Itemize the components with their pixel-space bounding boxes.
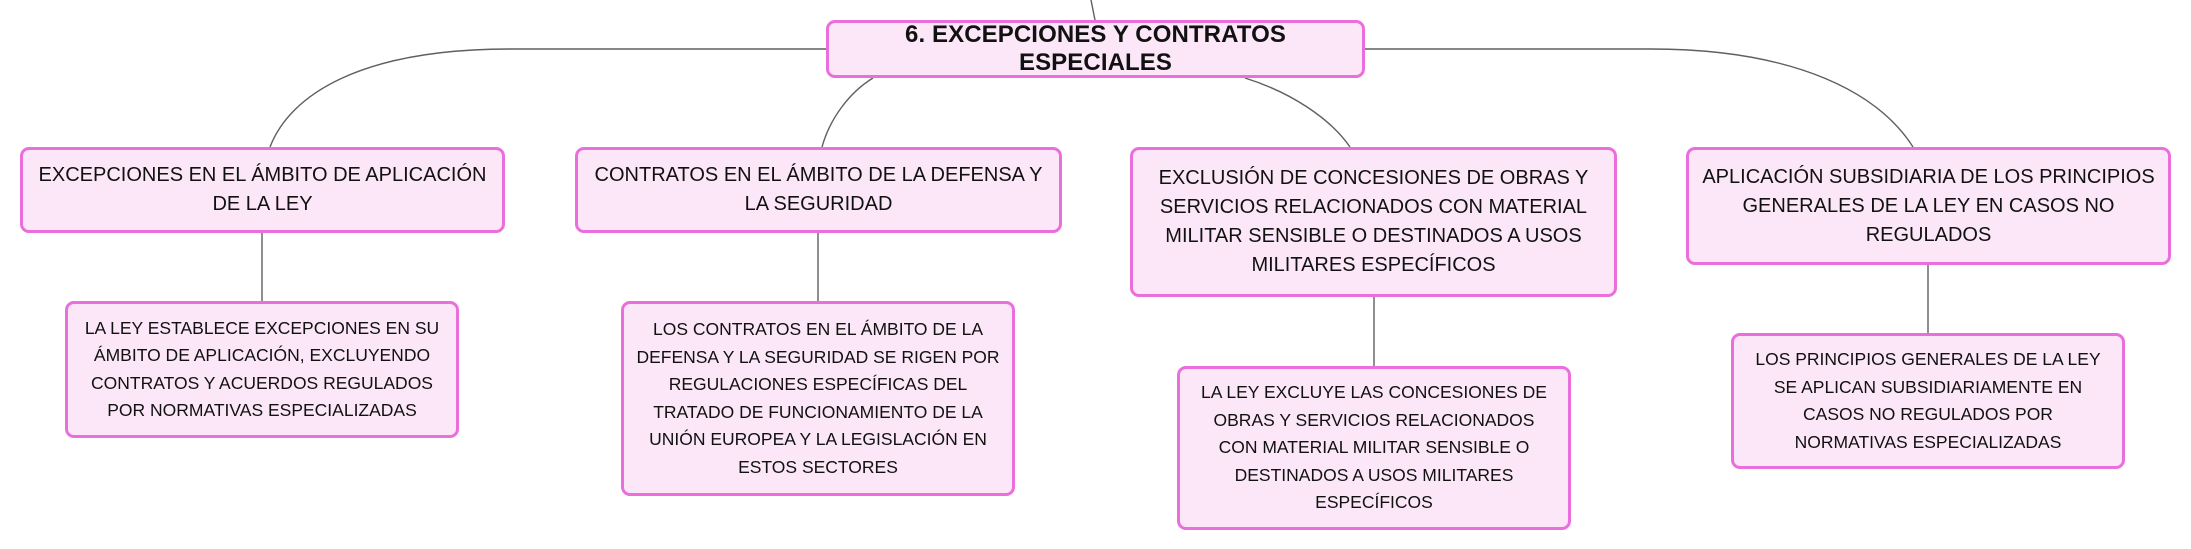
topic-excepciones-ambito[interactable]: EXCEPCIONES EN EL ÁMBITO DE APLICACIÓN D…: [20, 147, 505, 233]
subtopic-aplicacion-subsidiaria[interactable]: LOS PRINCIPIOS GENERALES DE LA LEY SE AP…: [1731, 333, 2125, 469]
connector-root-topic-2: [821, 77, 874, 148]
topic-contratos-defensa-seguridad[interactable]: CONTRATOS EN EL ÁMBITO DE LA DEFENSA Y L…: [575, 147, 1062, 233]
subtopic-label: LOS CONTRATOS EN EL ÁMBITO DE LA DEFENSA…: [636, 319, 1000, 477]
connector-root-parent: [1090, 0, 1096, 21]
topic-label: APLICACIÓN SUBSIDIARIA DE LOS PRINCIPIOS…: [1702, 165, 2155, 246]
subtopic-contratos-defensa-seguridad[interactable]: LOS CONTRATOS EN EL ÁMBITO DE LA DEFENSA…: [621, 301, 1015, 496]
root-topic-label: 6. EXCEPCIONES Y CONTRATOS ESPECIALES: [905, 21, 1286, 76]
root-topic[interactable]: 6. EXCEPCIONES Y CONTRATOS ESPECIALES: [826, 20, 1365, 78]
subtopic-label: LA LEY EXCLUYE LAS CONCESIONES DE OBRAS …: [1201, 382, 1547, 513]
topic-label: CONTRATOS EN EL ÁMBITO DE LA DEFENSA Y L…: [594, 164, 1043, 215]
topic-aplicacion-subsidiaria[interactable]: APLICACIÓN SUBSIDIARIA DE LOS PRINCIPIOS…: [1686, 147, 2171, 265]
topic-label: EXCEPCIONES EN EL ÁMBITO DE APLICACIÓN D…: [38, 164, 487, 215]
connector-root-topic-1: [269, 48, 826, 148]
subtopic-exclusion-concesiones-militares[interactable]: LA LEY EXCLUYE LAS CONCESIONES DE OBRAS …: [1177, 366, 1571, 530]
connector-root-topic-3: [1244, 77, 1351, 148]
topic-label: EXCLUSIÓN DE CONCESIONES DE OBRAS Y SERV…: [1158, 167, 1589, 276]
subtopic-label: LOS PRINCIPIOS GENERALES DE LA LEY SE AP…: [1755, 349, 2101, 452]
subtopic-excepciones-ambito[interactable]: LA LEY ESTABLECE EXCEPCIONES EN SU ÁMBIT…: [65, 301, 459, 438]
topic-exclusion-concesiones-militares[interactable]: EXCLUSIÓN DE CONCESIONES DE OBRAS Y SERV…: [1130, 147, 1617, 297]
subtopic-label: LA LEY ESTABLECE EXCEPCIONES EN SU ÁMBIT…: [84, 317, 440, 421]
connector-root-topic-4: [1365, 48, 1914, 148]
